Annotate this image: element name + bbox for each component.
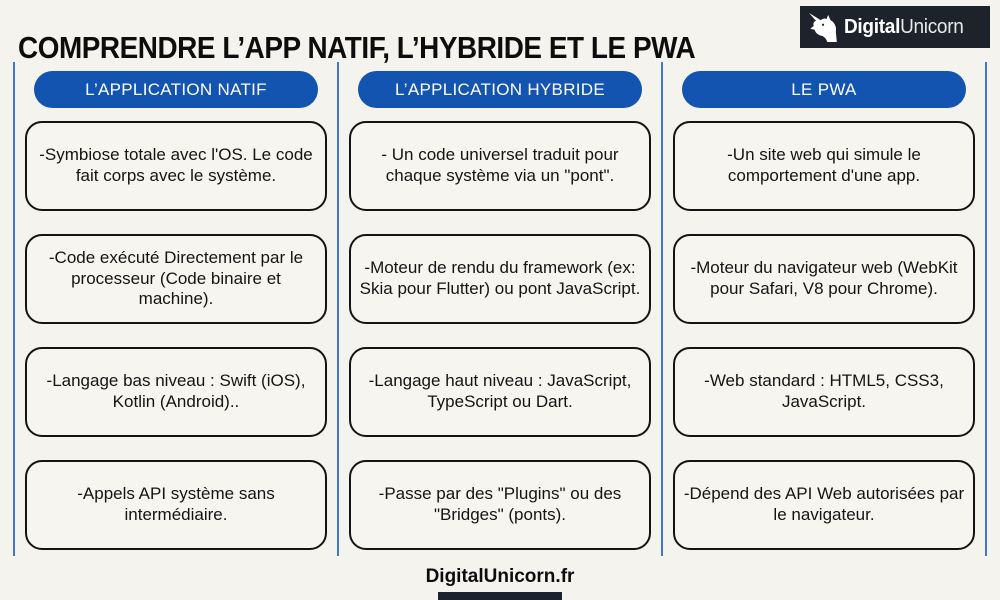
info-card-pwa-4: -Dépend des API Web autorisées par le na… xyxy=(672,460,976,550)
info-card-hybrid-1: - Un code universel traduit pour chaque … xyxy=(348,121,652,211)
card-text: -Langage haut niveau : JavaScript, TypeS… xyxy=(368,371,632,411)
comparison-board: L’APPLICATION NATIF -Symbiose totale ave… xyxy=(13,62,987,556)
bottom-accent-bar xyxy=(438,592,562,600)
info-card-pwa-1: -Un site web qui simule le comportement … xyxy=(672,121,976,211)
card-text: -Un site web qui simule le comportement … xyxy=(727,145,921,185)
column-header-hybrid: L’APPLICATION HYBRIDE xyxy=(358,71,642,108)
logo-text-regular: Unicorn xyxy=(900,15,964,38)
card-text: -Moteur du navigateur web (WebKit pour S… xyxy=(690,258,958,298)
card-text: -Symbiose totale avec l'OS. Le code fait… xyxy=(39,145,313,185)
info-card-pwa-2: -Moteur du navigateur web (WebKit pour S… xyxy=(672,234,976,324)
info-card-native-3: -Langage bas niveau : Swift (iOS), Kotli… xyxy=(24,347,328,437)
card-text: -Dépend des API Web autorisées par le na… xyxy=(683,484,965,524)
card-text: -Appels API système sans intermédiaire. xyxy=(77,484,275,524)
unicorn-icon xyxy=(808,12,837,43)
card-text: -Code exécuté Directement par le process… xyxy=(48,247,304,309)
card-text: -Passe par des "Plugins" ou des "Bridges… xyxy=(378,484,622,524)
brand-logo: DigitalUnicorn xyxy=(800,6,990,48)
card-text: -Langage bas niveau : Swift (iOS), Kotli… xyxy=(46,371,306,411)
column-header-native: L’APPLICATION NATIF xyxy=(34,71,318,108)
column-native: L’APPLICATION NATIF -Symbiose totale ave… xyxy=(13,62,337,556)
card-text: -Web standard : HTML5, CSS3, JavaScript. xyxy=(704,371,944,411)
footer-site-text: DigitalUnicorn.fr xyxy=(425,566,575,587)
info-card-hybrid-3: -Langage haut niveau : JavaScript, TypeS… xyxy=(348,347,652,437)
info-card-native-2: -Code exécuté Directement par le process… xyxy=(24,234,328,324)
info-card-hybrid-4: -Passe par des "Plugins" ou des "Bridges… xyxy=(348,460,652,550)
logo-text-bold: Digital xyxy=(844,15,901,38)
card-text: - Un code universel traduit pour chaque … xyxy=(381,145,619,185)
column-header-pwa: LE PWA xyxy=(682,71,966,108)
info-card-native-4: -Appels API système sans intermédiaire. xyxy=(24,460,328,550)
info-card-pwa-3: -Web standard : HTML5, CSS3, JavaScript. xyxy=(672,347,976,437)
column-hybrid: L’APPLICATION HYBRIDE - Un code universe… xyxy=(337,62,661,556)
column-pwa: LE PWA -Un site web qui simule le compor… xyxy=(661,62,985,556)
logo-wordmark: DigitalUnicorn xyxy=(844,16,964,39)
info-card-native-1: -Symbiose totale avec l'OS. Le code fait… xyxy=(24,121,328,211)
card-text: -Moteur de rendu du framework (ex: Skia … xyxy=(359,258,641,298)
page-title: COMPRENDRE L’APP NATIF, L’HYBRIDE ET LE … xyxy=(18,29,696,65)
info-card-hybrid-2: -Moteur de rendu du framework (ex: Skia … xyxy=(348,234,652,324)
